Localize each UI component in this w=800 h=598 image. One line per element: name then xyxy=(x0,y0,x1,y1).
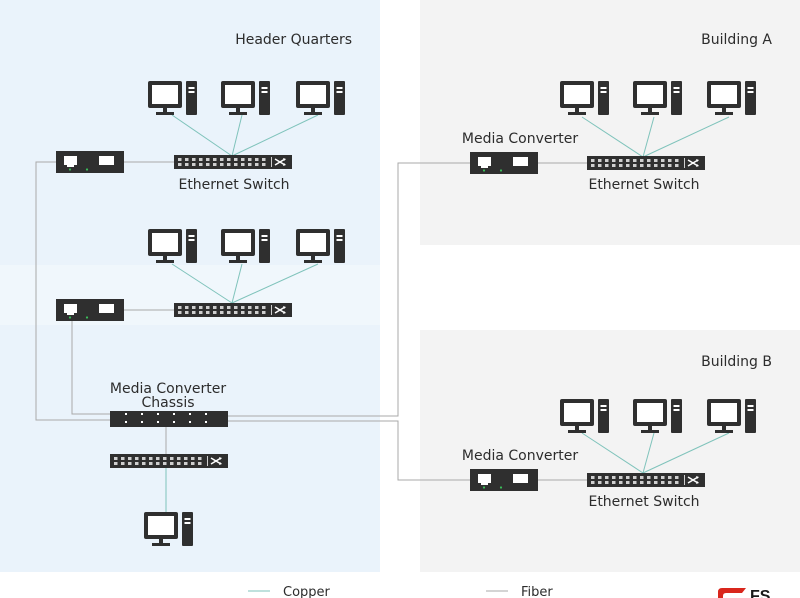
media-converter-icon xyxy=(56,151,124,173)
ethernet-switch-icon xyxy=(586,155,706,171)
legend-copper-label: Copper xyxy=(283,585,331,598)
building-a-region xyxy=(420,0,800,245)
chassis-label-line2: Chassis xyxy=(142,395,195,411)
logo-mark-icon xyxy=(718,588,746,598)
building-b-converter-label: Media Converter xyxy=(462,448,578,464)
hq-switch-label: Ethernet Switch xyxy=(178,177,289,193)
ethernet-switch-icon xyxy=(109,453,229,469)
legend: Copper Fiber xyxy=(248,585,553,598)
ethernet-switch-icon xyxy=(173,302,293,318)
media-converter-icon xyxy=(470,152,538,174)
watermark xyxy=(0,265,800,325)
fs-logo: FS xyxy=(718,588,771,598)
media-converter-icon xyxy=(56,299,124,321)
logo-text: FS xyxy=(750,588,771,598)
chassis-label-line1: Media Converter xyxy=(110,381,226,397)
building-a-title: Building A xyxy=(701,32,772,48)
hq-title: Header Quarters xyxy=(235,32,352,48)
ethernet-switch-icon xyxy=(173,154,293,170)
building-b-title: Building B xyxy=(701,354,772,370)
building-a-switch-label: Ethernet Switch xyxy=(588,177,699,193)
copper-links xyxy=(165,114,730,512)
ethernet-switch-icon xyxy=(586,472,706,488)
legend-fiber-label: Fiber xyxy=(521,585,553,598)
building-a-converter-label: Media Converter xyxy=(462,131,578,147)
building-b-switch-label: Ethernet Switch xyxy=(588,494,699,510)
fiber-links xyxy=(35,161,587,481)
media-converter-chassis-icon xyxy=(110,411,228,427)
media-converter-icon xyxy=(470,469,538,491)
